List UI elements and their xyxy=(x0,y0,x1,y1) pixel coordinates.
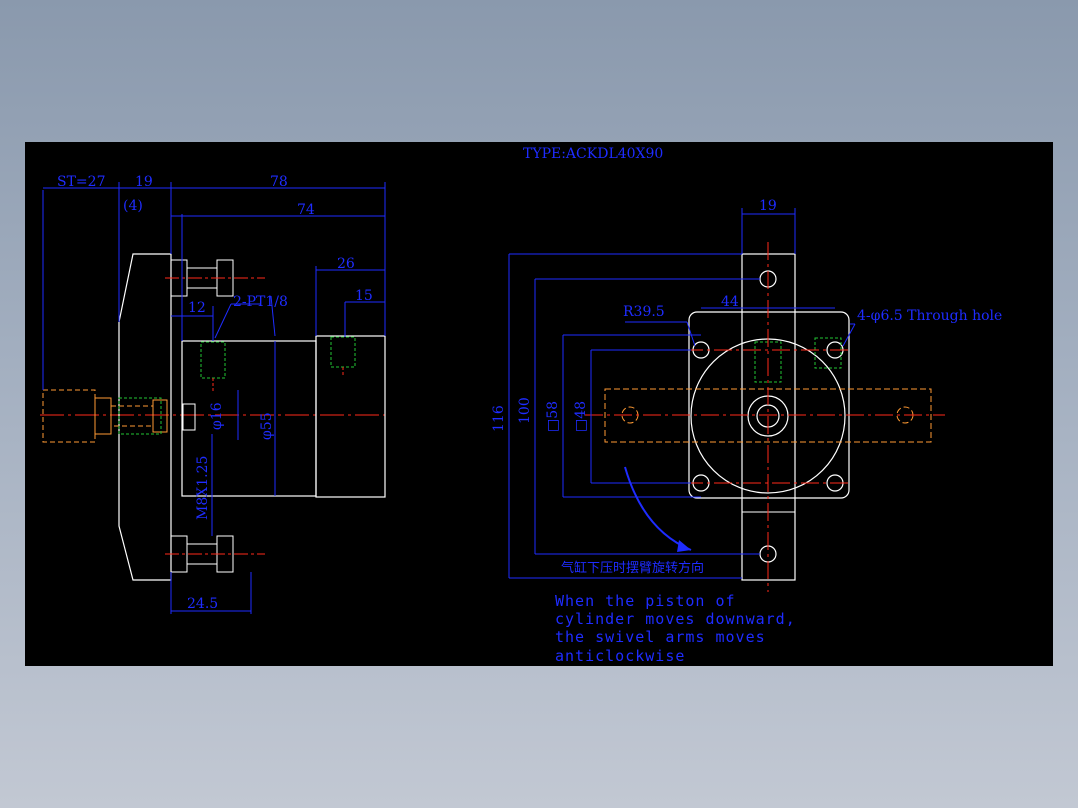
dim-26: 26 xyxy=(337,256,355,272)
piston-rod xyxy=(42,389,168,443)
hole-label: 4-φ6.5 Through hole xyxy=(857,308,1002,324)
dim-24-5: 24.5 xyxy=(187,596,218,612)
dim-116: 116 xyxy=(491,405,507,432)
cad-viewport[interactable]: TYPE:ACKDL40X90 xyxy=(25,142,1053,666)
note-line-4: anticlockwise xyxy=(555,647,685,665)
note-line-2: cylinder moves downward, xyxy=(555,610,796,628)
rod-seat xyxy=(182,403,196,431)
dim-phi16: φ16 xyxy=(209,402,225,430)
rotation-arrow xyxy=(624,466,692,551)
dim-44: 44 xyxy=(721,294,739,310)
flange-plate xyxy=(118,253,172,581)
port-label: 2-PT1/8 xyxy=(233,294,288,310)
dim-sq58: □58 xyxy=(545,401,561,432)
dim-78: 78 xyxy=(270,174,288,190)
top-bolt xyxy=(165,259,265,297)
dim-m8: M8X1.25 xyxy=(195,456,211,520)
dim-st: ST=27 xyxy=(57,174,105,190)
end-cap xyxy=(315,335,386,498)
dim-19-left: 19 xyxy=(135,174,153,190)
thread-marks xyxy=(118,336,356,435)
dim-74: 74 xyxy=(297,202,315,218)
cn-note: 气缸下压时摆臂旋转方向 xyxy=(561,560,704,576)
drawing-canvas: TYPE:ACKDL40X90 xyxy=(40,146,1002,665)
rotation-arrow-head xyxy=(677,540,691,552)
dim-sq48: □48 xyxy=(573,401,589,432)
left-view: ST=27 19 78 (4) 74 26 12 2-PT1/8 15 φ16 … xyxy=(40,174,386,614)
note-line-3: the swivel arms moves xyxy=(555,628,766,646)
dim-phi55: φ55 xyxy=(259,412,275,440)
drawing-title: TYPE:ACKDL40X90 xyxy=(523,146,663,162)
note-line-1: When the piston of xyxy=(555,592,736,610)
bottom-bolt xyxy=(165,535,265,573)
right-dimension-lines xyxy=(508,208,856,579)
dim-15: 15 xyxy=(355,288,373,304)
dim-r39-5: R39.5 xyxy=(623,304,665,320)
dim-12: 12 xyxy=(188,300,206,316)
left-dimension-lines xyxy=(42,182,386,614)
right-center-lines xyxy=(585,242,945,592)
dim-100: 100 xyxy=(517,397,533,424)
dim-4: (4) xyxy=(123,198,143,214)
dim-19-right: 19 xyxy=(759,198,777,214)
right-view: 19 44 R39.5 4-φ6.5 Through hole 116 100 … xyxy=(491,198,1002,665)
